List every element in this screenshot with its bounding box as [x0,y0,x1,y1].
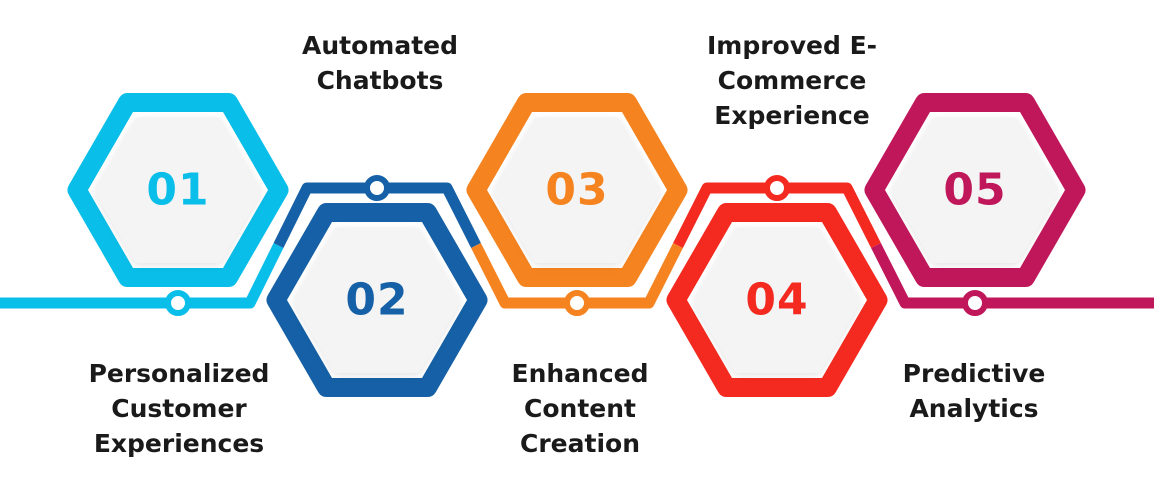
step-number-5: 05 [943,165,1006,216]
step-label-1-line-1: Personalized [88,359,270,388]
step-label-4: Improved E- Commerce Experience [707,28,877,133]
step-number-3: 03 [545,165,608,216]
step-label-2-line-1: Automated [302,31,458,60]
step-label-5-line-2: Analytics [909,394,1039,423]
step-label-2: Automated Chatbots [302,28,458,98]
step-label-3-line-3: Creation [519,429,640,458]
step-label-1-line-2: Customer [111,394,247,423]
step-label-4-line-1: Improved E- [706,31,878,60]
step-label-3-line-1: Enhanced [511,359,649,388]
connector-node-2 [364,175,390,201]
step-label-4-line-3: Experience [714,101,870,130]
track-segment-1 [0,243,284,309]
step-number-1: 01 [146,165,209,216]
step-label-5-line-1: Predictive [902,359,1046,388]
step-number-2: 02 [345,275,408,326]
step-label-3-line-2: Content [524,394,636,423]
track-segment-5 [871,243,1154,309]
connector-node-1 [165,290,191,316]
connector-node-3 [564,290,590,316]
step-label-3: Enhanced Content Creation [511,356,648,461]
step-number-4: 04 [745,275,808,326]
step-label-4-line-2: Commerce [717,66,867,95]
step-label-1-line-3: Experiences [93,429,265,458]
connector-node-4 [764,175,790,201]
step-label-1: Personalized Customer Experiences [89,356,270,461]
step-label-2-line-2: Chatbots [316,66,444,95]
connector-node-5 [962,290,988,316]
step-label-5: Predictive Analytics [903,356,1046,426]
